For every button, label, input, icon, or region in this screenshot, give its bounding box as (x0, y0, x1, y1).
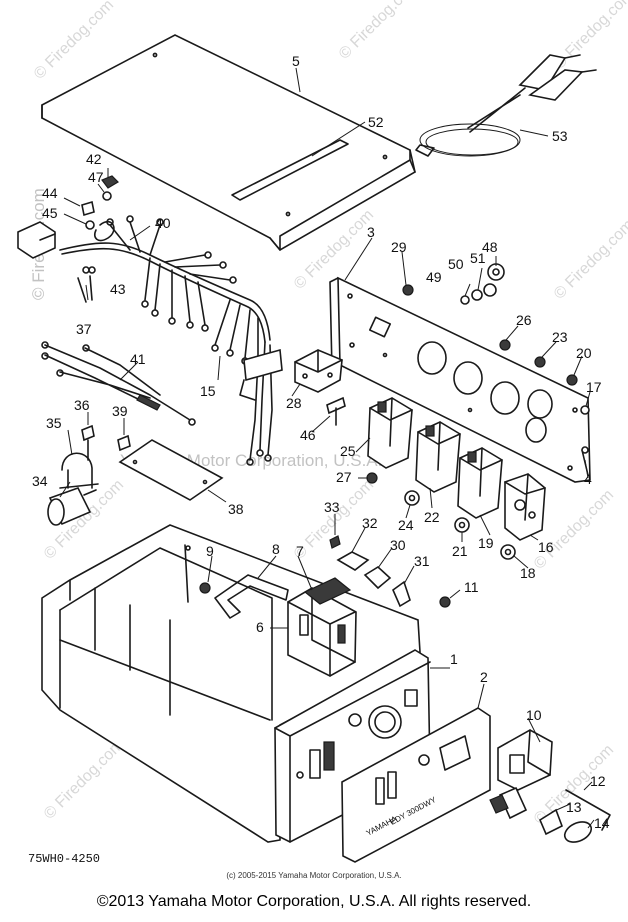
callout-52: 52 (368, 114, 384, 130)
callout-2: 2 (480, 669, 488, 685)
callout-1: 1 (450, 651, 458, 667)
callout-53: 53 (552, 128, 568, 144)
callout-34: 34 (32, 473, 48, 489)
callout-48: 48 (482, 239, 498, 255)
callout-11: 11 (464, 579, 479, 595)
small-copyright: (c) 2005-2015 Yamaha Motor Corporation, … (226, 871, 402, 880)
callout-38: 38 (228, 501, 244, 517)
callout-15: 15 (200, 383, 216, 399)
callout-25: 25 (340, 443, 356, 459)
callout-43: 43 (110, 281, 126, 297)
meter-10 (497, 729, 553, 791)
callout-51: 51 (470, 250, 486, 266)
callout-40: 40 (155, 215, 171, 231)
cover-plate-38 (118, 439, 224, 501)
callout-47: 47 (88, 169, 104, 185)
callout-5: 5 (292, 53, 300, 69)
bracket-8 (214, 574, 289, 619)
callout-14: 14 (594, 815, 610, 831)
circuit-breakers (367, 397, 546, 541)
callout-13: 13 (566, 799, 582, 815)
callout-18: 18 (520, 565, 536, 581)
callout-42: 42 (86, 151, 102, 167)
name-plate-2: EDY 300DWY YAMAHA (341, 707, 491, 863)
callout-30: 30 (390, 537, 406, 553)
callout-29: 29 (391, 239, 407, 255)
small-fasteners-lower (81, 424, 131, 461)
callout-12: 12 (590, 773, 606, 789)
callout-27: 27 (336, 469, 352, 485)
watermark-top: © Firedog.com (31, 0, 117, 83)
watermark-mid-right: © Firedog.com (551, 216, 628, 302)
callout-17: 17 (586, 379, 602, 395)
cable-with-clips (415, 54, 597, 157)
callout-16: 16 (538, 539, 554, 555)
callout-9: 9 (206, 543, 214, 559)
callout-19: 19 (478, 535, 494, 551)
lamp-socket-12-14 (489, 786, 611, 843)
callout-46: 46 (300, 427, 316, 443)
callout-6: 6 (256, 619, 264, 635)
callout-36: 36 (74, 397, 90, 413)
callout-7: 7 (296, 543, 304, 559)
callout-37: 37 (76, 321, 92, 337)
callout-33: 33 (324, 499, 340, 515)
leader-lines (59, 67, 595, 829)
callout-49: 49 (426, 269, 442, 285)
callout-28: 28 (286, 395, 302, 411)
generator-unit-6 (287, 577, 357, 677)
front-panel-1 (274, 649, 431, 843)
callout-45: 45 (42, 205, 58, 221)
callout-35: 35 (46, 415, 62, 431)
fasteners-left (77, 175, 119, 303)
top-cover (41, 34, 416, 252)
callout-50: 50 (448, 256, 464, 272)
copyright-footer: ©2013 Yamaha Motor Corporation, U.S.A. A… (96, 893, 532, 910)
callout-31: 31 (414, 553, 430, 569)
callout-20: 20 (576, 345, 592, 361)
small-parts-30-33 (199, 535, 451, 608)
callout-4: 4 (584, 471, 592, 487)
callout-8: 8 (272, 541, 280, 557)
callout-24: 24 (398, 517, 414, 533)
callout-10: 10 (526, 707, 542, 723)
callout-3: 3 (367, 224, 375, 240)
screw-46 (326, 396, 346, 426)
watermark-bottom-left: © Firedog.com (41, 736, 127, 822)
control-panel-plate (329, 276, 591, 483)
wiring-harness (17, 215, 283, 466)
receptacle-block (294, 349, 343, 393)
callout-22: 22 (424, 509, 440, 525)
callout-39: 39 (112, 403, 128, 419)
callout-32: 32 (362, 515, 378, 531)
callout-21: 21 (452, 543, 468, 559)
callout-23: 23 (552, 329, 568, 345)
callout-numbers: 5 52 53 42 47 44 45 40 43 37 3 29 48 51 … (32, 53, 610, 831)
part-code: 75WH0-4250 (28, 852, 100, 866)
callout-41: 41 (130, 351, 146, 367)
callout-26: 26 (516, 312, 532, 328)
capacitor-clamp-35 (59, 452, 99, 489)
watermark-top-center: © Firedog.com (336, 0, 422, 63)
callout-44: 44 (42, 185, 58, 201)
